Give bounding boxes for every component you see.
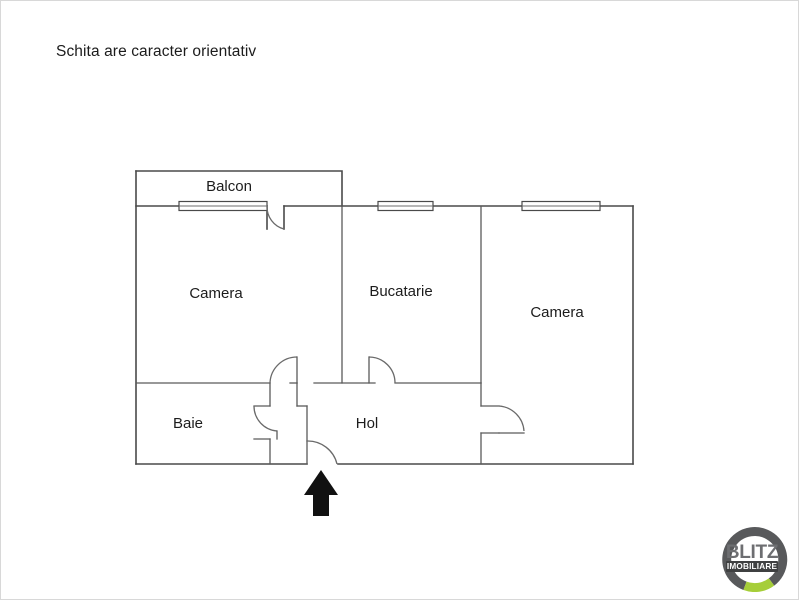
camera-right-window <box>521 200 601 212</box>
room-label-hol: Hol <box>356 415 379 432</box>
interior-walls <box>135 205 500 465</box>
logo-name: BLITZ <box>726 542 779 563</box>
room-label-bucatarie: Bucatarie <box>369 283 432 300</box>
room-label-camera-left: Camera <box>189 285 243 302</box>
logo-subtitle: IMOBILIARE <box>727 562 778 571</box>
balcon-door-arc <box>266 205 285 230</box>
room-labels: Balcon Camera Bucatarie Camera Baie Hol <box>173 178 584 432</box>
room-label-camera-right: Camera <box>530 304 584 321</box>
doors-group <box>253 205 525 465</box>
logo-ring-accent <box>743 578 775 592</box>
page-title: Schita are caracter orientativ <box>56 43 257 60</box>
room-label-baie: Baie <box>173 415 203 432</box>
kitchen-window <box>377 200 434 212</box>
apartment-outline <box>135 170 634 465</box>
camera-left-door-arc <box>269 356 298 384</box>
entrance-arrow <box>304 470 338 516</box>
logo-subtitle-bar <box>726 561 778 572</box>
balcon-window <box>178 200 268 212</box>
blitz-logo: BLITZ IMOBILIARE <box>715 520 789 592</box>
balcon-outer-wall <box>135 170 343 207</box>
windows-group <box>178 200 601 212</box>
room-balcon <box>135 170 343 207</box>
camera-right-door-arc <box>498 405 525 432</box>
baie-door-arc <box>253 405 278 432</box>
bucatarie-door-arc <box>368 356 396 384</box>
blitz-logo-svg: BLITZ IMOBILIARE <box>722 527 788 592</box>
entrance-door-arc <box>306 440 338 465</box>
room-label-balcon: Balcon <box>206 178 252 195</box>
